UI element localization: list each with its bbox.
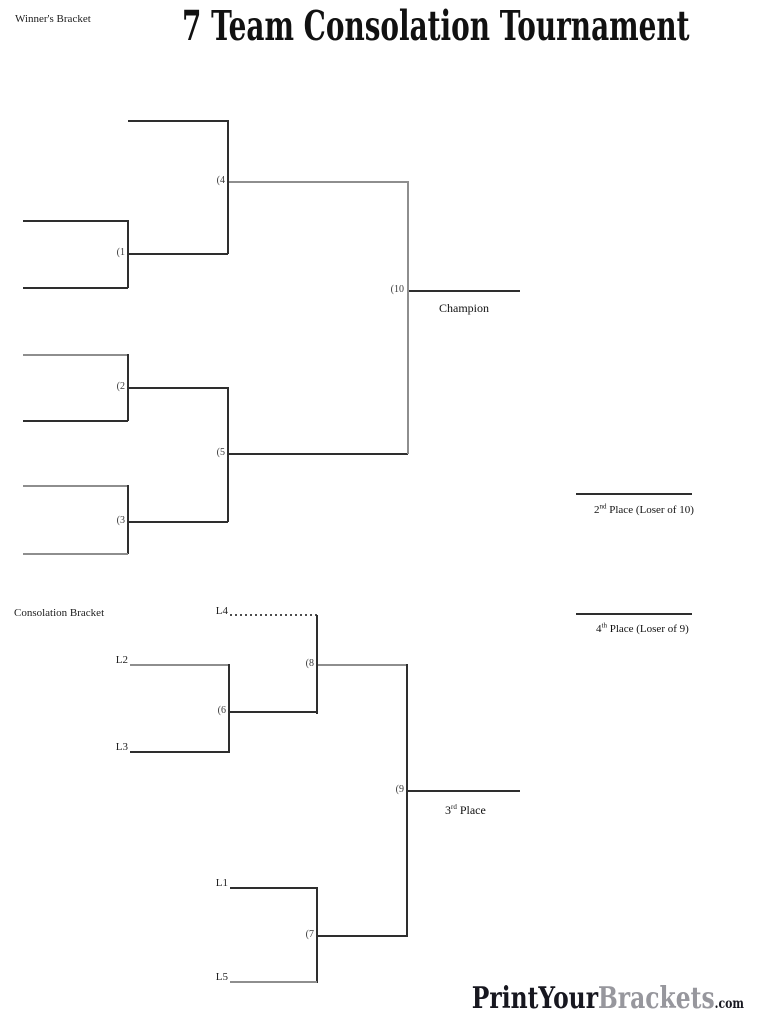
second-place-ordinal-suffix: nd <box>599 502 607 511</box>
game-1-label: (1 <box>116 247 125 258</box>
match2-line <box>128 387 228 389</box>
match1-line <box>128 253 228 255</box>
third-place-number: 3 <box>445 803 451 817</box>
champion-line <box>409 290 520 292</box>
match9-line <box>408 790 520 792</box>
match6-line <box>230 711 317 713</box>
game-5-label: (5 <box>216 447 225 458</box>
game-2-label: (2 <box>116 381 125 392</box>
game10-connector <box>407 181 409 454</box>
game-6-label: (6 <box>217 705 226 716</box>
seed-l2-label: L2 <box>115 654 128 666</box>
game8-connector <box>316 615 318 714</box>
seed-l5-label: L5 <box>215 971 228 983</box>
game4-connector <box>227 120 229 254</box>
game7-connector <box>316 887 318 983</box>
logo-brackets-text: Brackets <box>598 981 715 1016</box>
l5-line <box>230 981 317 983</box>
third-place-label: 3rd Place <box>445 804 486 817</box>
game-8-label: (8 <box>305 658 314 669</box>
game-3-label: (3 <box>116 515 125 526</box>
game3-entry-top <box>23 485 128 487</box>
winners-bracket-label: Winner's Bracket <box>15 13 91 25</box>
match7-line <box>318 935 407 937</box>
champion-label: Champion <box>439 301 489 315</box>
game9-connector <box>406 664 408 937</box>
l1-line <box>230 887 317 889</box>
game3-connector <box>127 485 129 554</box>
third-place-ordinal-suffix: rd <box>451 803 457 811</box>
logo-dotcom-text: .com <box>714 996 744 1012</box>
second-place-number: 2 <box>594 504 600 516</box>
bye-line <box>128 120 228 122</box>
game-9-label: (9 <box>395 784 404 795</box>
fourth-place-line <box>576 613 692 615</box>
match5-line <box>229 453 408 455</box>
game1-entry-bottom <box>23 287 128 289</box>
seed-l4-label: L4 <box>215 605 228 617</box>
game-4-label: (4 <box>216 175 225 186</box>
l2-line <box>130 664 229 666</box>
consolation-bracket-label: Consolation Bracket <box>14 607 105 619</box>
seed-l3-label: L3 <box>115 741 128 753</box>
game1-entry-top <box>23 220 128 222</box>
fourth-place-number: 4 <box>596 623 602 635</box>
page-title: 7 Team Consolation Tournament <box>182 2 690 50</box>
second-place-text: Place (Loser of 10) <box>606 504 694 516</box>
game-10-label: (10 <box>390 284 404 295</box>
fourth-place-text: Place (Loser of 9) <box>606 623 689 635</box>
second-place-label: 2nd Place (Loser of 10) <box>594 502 694 517</box>
fourth-place-ordinal-suffix: th <box>601 621 607 630</box>
l4-line <box>230 614 317 616</box>
seed-l1-label: L1 <box>215 877 228 889</box>
game5-connector <box>227 387 229 522</box>
logo-printyour-text: PrintYour <box>471 981 599 1016</box>
match3-line <box>128 521 228 523</box>
match4-line <box>229 181 408 183</box>
game-7-label: (7 <box>305 929 314 940</box>
game2-entry-bottom <box>23 420 128 422</box>
game6-connector <box>228 664 230 753</box>
brand-logo: PrintYourBrackets.com <box>472 981 744 1016</box>
l3-line <box>130 751 229 753</box>
second-place-line <box>576 493 692 495</box>
match8-line <box>318 664 408 666</box>
fourth-place-label: 4th Place (Loser of 9) <box>596 621 689 636</box>
game3-entry-bottom <box>23 553 128 555</box>
game2-entry-top <box>23 354 128 356</box>
third-place-text: Place <box>456 803 486 817</box>
